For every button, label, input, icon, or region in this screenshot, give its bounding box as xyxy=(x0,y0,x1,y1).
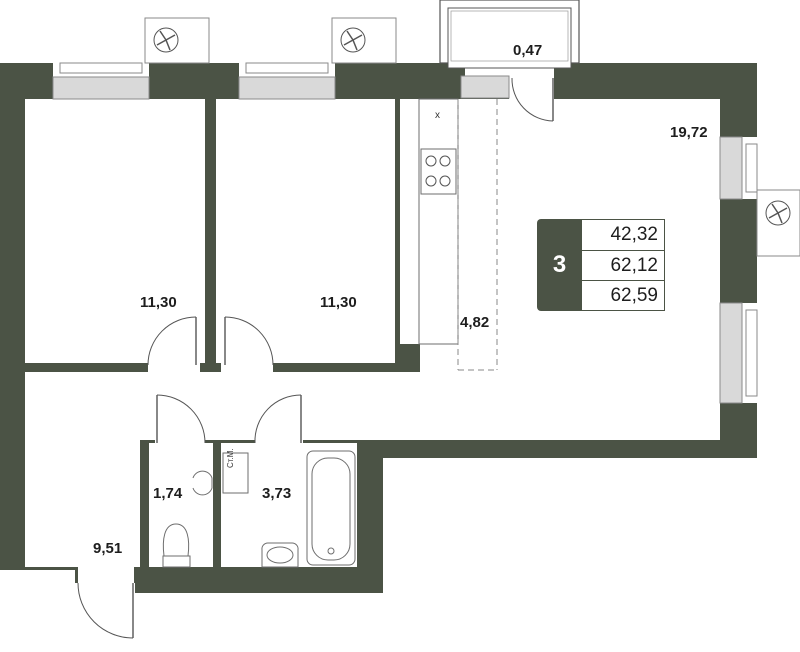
window-bedroom-1 xyxy=(52,62,150,100)
area-bedroom-1: 11,30 xyxy=(140,294,177,311)
area-kitchen: 4,82 xyxy=(460,314,490,331)
area-hall: 9,51 xyxy=(93,540,123,557)
area-living: 19,72 xyxy=(670,124,708,141)
balcony xyxy=(439,0,580,122)
living-area-value: 42,32 xyxy=(610,224,658,245)
door-swings xyxy=(77,316,302,639)
area-bedroom-2: 11,30 xyxy=(320,294,357,311)
ac-unit-3 xyxy=(756,189,800,257)
utility-label: Ст.М. xyxy=(226,448,235,468)
total-area-with-balcony-value: 62,59 xyxy=(582,280,664,310)
hall-floor xyxy=(25,372,140,567)
apartment-badge: 3 42,32 62,12 62,59 xyxy=(537,219,666,311)
room-count: 3 xyxy=(537,219,582,311)
window-bedroom-2 xyxy=(238,62,336,100)
stove-label: x xyxy=(435,110,440,121)
area-summary: 42,32 62,12 62,59 xyxy=(582,219,665,311)
area-toilet: 1,74 xyxy=(153,485,183,502)
ac-unit-2 xyxy=(331,17,397,64)
toilet-fixtures xyxy=(162,470,213,568)
corridor-floor xyxy=(25,372,720,440)
area-bathroom: 3,73 xyxy=(262,485,292,502)
area-balcony: 0,47 xyxy=(513,42,543,59)
window-living-lower xyxy=(719,302,758,404)
window-living-upper xyxy=(719,136,758,200)
ac-unit-1 xyxy=(144,17,210,64)
bath-fixtures xyxy=(222,450,356,568)
total-area-value: 62,12 xyxy=(582,250,664,280)
walls xyxy=(0,63,757,593)
kitchen-counter xyxy=(418,98,498,371)
